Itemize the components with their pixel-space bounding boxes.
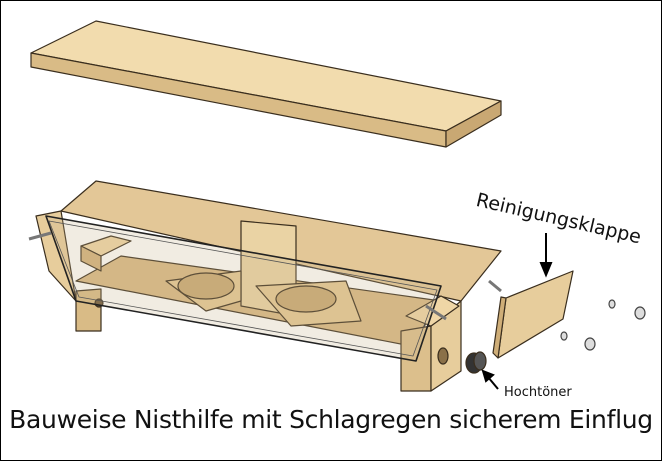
- arrow-icon: [481, 233, 553, 390]
- nest-box-body: [28, 180, 502, 392]
- tweeter-part: [465, 351, 487, 374]
- wing-nuts: [560, 299, 646, 351]
- roof-board: [30, 20, 502, 148]
- cleaning-flap-part: [492, 270, 574, 359]
- tweeter-label: Hochtöner: [504, 385, 572, 400]
- caption: Bauweise Nisthilfe mit Schlagregen siche…: [9, 405, 653, 434]
